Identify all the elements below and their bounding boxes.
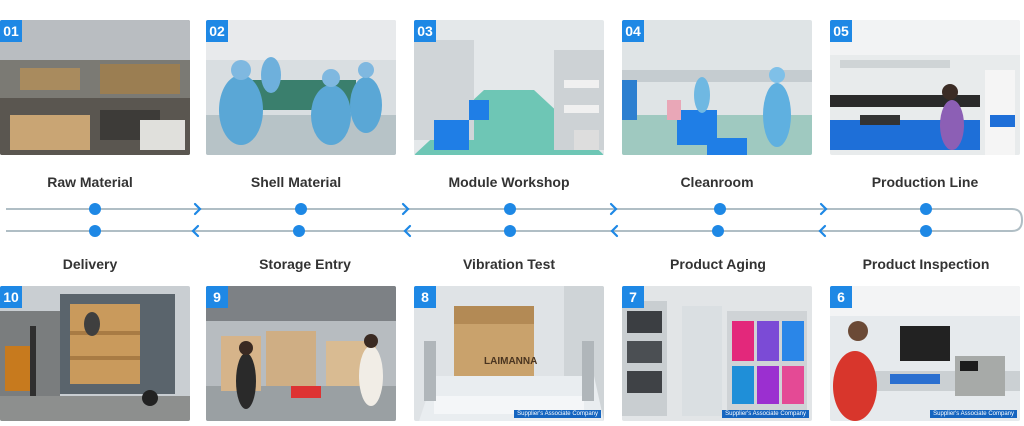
- step-label: Cleanroom: [680, 174, 754, 190]
- step-dot: [293, 225, 305, 237]
- chevron-right-icon: [193, 202, 202, 216]
- step-dot: [295, 203, 307, 215]
- step-number-badge: 9: [206, 286, 228, 308]
- production-line-photo: [830, 20, 1020, 155]
- step-label: Production Line: [871, 174, 979, 190]
- step-number-badge: 01: [0, 20, 22, 42]
- step-label: Product Inspection: [862, 256, 990, 272]
- warehouse-photo: [0, 20, 190, 155]
- step-label: Vibration Test: [462, 256, 556, 272]
- chevron-right-icon: [609, 202, 618, 216]
- vibration-test-photo: [414, 286, 604, 421]
- photo-product-inspection: Supplier's Associate Company 6: [830, 286, 1020, 421]
- step-number-badge: 03: [414, 20, 436, 42]
- photo-storage-entry: 9: [206, 286, 396, 421]
- photo-product-aging: Supplier's Associate Company 7: [622, 286, 812, 421]
- chevron-right-icon: [819, 202, 828, 216]
- step-label: Product Aging: [670, 256, 766, 272]
- chevron-left-icon: [818, 224, 827, 238]
- truck-photo: [0, 286, 190, 421]
- chevron-right-icon: [401, 202, 410, 216]
- step-label: Module Workshop: [448, 174, 570, 190]
- photo-vibration-test: LAIMANNA Supplier's Associate Company 8: [414, 286, 604, 421]
- step-dot: [920, 203, 932, 215]
- step-dot: [89, 225, 101, 237]
- photo-module-workshop: 03: [414, 20, 604, 155]
- photo-production-line: 05: [830, 20, 1020, 155]
- step-dot: [714, 203, 726, 215]
- step-dot: [504, 203, 516, 215]
- cleanroom-photo: [622, 20, 812, 155]
- step-number-badge: 04: [622, 20, 644, 42]
- step-label: Storage Entry: [259, 256, 351, 272]
- step-label: Raw Material: [47, 174, 133, 190]
- chevron-left-icon: [403, 224, 412, 238]
- step-dot: [712, 225, 724, 237]
- step-dot: [89, 203, 101, 215]
- step-label: Delivery: [62, 256, 118, 272]
- inspection-photo: [830, 286, 1020, 421]
- storage-photo: [206, 286, 396, 421]
- step-dot: [504, 225, 516, 237]
- supplier-caption: Supplier's Associate Company: [930, 410, 1017, 418]
- step-number-badge: 6: [830, 286, 852, 308]
- process-timeline: [6, 202, 1024, 238]
- step-number-badge: 05: [830, 20, 852, 42]
- photo-cleanroom: 04: [622, 20, 812, 155]
- step-number-badge: 8: [414, 286, 436, 308]
- supplier-caption: Supplier's Associate Company: [722, 410, 809, 418]
- chevron-left-icon: [610, 224, 619, 238]
- box-brand-text: LAIMANNA: [484, 356, 538, 367]
- photo-shell-material: 02: [206, 20, 396, 155]
- supplier-caption: Supplier's Associate Company: [514, 410, 601, 418]
- photo-delivery: 10: [0, 286, 190, 421]
- step-number-badge: 02: [206, 20, 228, 42]
- workshop-photo: [414, 20, 604, 155]
- photo-raw-material: 01: [0, 20, 190, 155]
- step-dot: [920, 225, 932, 237]
- timeline-track: [6, 208, 1024, 232]
- workers-photo: [206, 20, 396, 155]
- step-number-badge: 10: [0, 286, 22, 308]
- aging-rack-photo: [622, 286, 812, 421]
- chevron-left-icon: [191, 224, 200, 238]
- step-number-badge: 7: [622, 286, 644, 308]
- step-label: Shell Material: [250, 174, 342, 190]
